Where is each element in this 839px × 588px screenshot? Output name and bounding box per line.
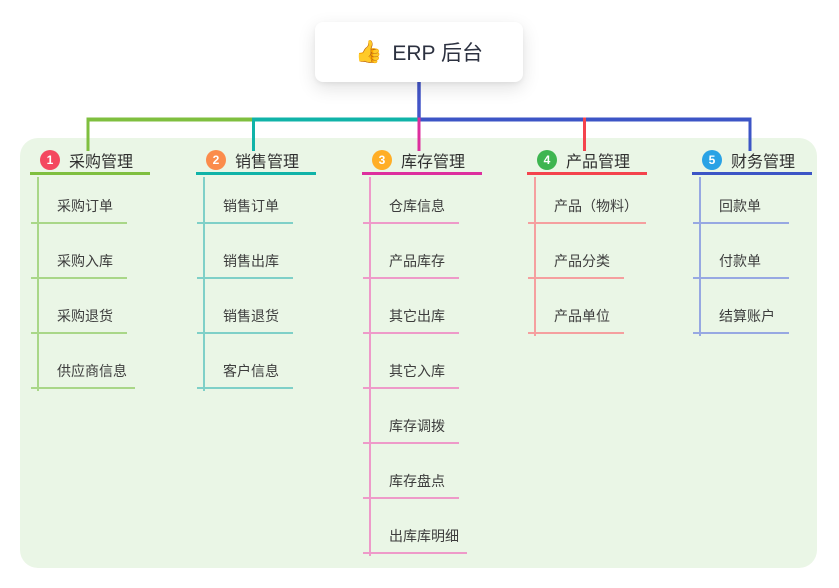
branch-number-badge: 3 [372, 149, 392, 170]
sub-item[interactable]: 销售退货 [197, 307, 293, 334]
branch-connector-line [37, 177, 39, 391]
sub-item[interactable]: 产品库存 [363, 252, 459, 279]
branch-label: 财务管理 [731, 153, 796, 171]
branch-title[interactable]: 2 销售管理 [196, 147, 316, 175]
branch-title[interactable]: 1 采购管理 [30, 147, 150, 175]
sub-item[interactable]: 销售出库 [197, 252, 293, 279]
branch-number-badge: 5 [702, 149, 722, 170]
sub-item[interactable]: 付款单 [693, 252, 789, 279]
sub-item[interactable]: 客户信息 [197, 362, 293, 389]
branch-label: 库存管理 [401, 153, 466, 171]
sub-item[interactable]: 销售订单 [197, 197, 293, 224]
branch-title[interactable]: 3 库存管理 [362, 147, 482, 175]
root-node[interactable]: 👍 ERP 后台 [315, 22, 523, 82]
sub-item[interactable]: 采购订单 [31, 197, 127, 224]
branch-connector-line [203, 177, 205, 391]
sub-item[interactable]: 产品分类 [528, 252, 624, 279]
sub-item[interactable]: 采购入库 [31, 252, 127, 279]
sub-item[interactable]: 结算账户 [693, 307, 789, 334]
branch-label: 采购管理 [69, 153, 134, 171]
branch-number-badge: 1 [40, 149, 60, 170]
sub-item[interactable]: 采购退货 [31, 307, 127, 334]
branch-number-badge: 4 [537, 149, 557, 170]
sub-item[interactable]: 其它入库 [363, 362, 459, 389]
sub-item[interactable]: 供应商信息 [31, 362, 135, 389]
branch-number-badge: 2 [206, 149, 226, 170]
branch-column-3: 3 库存管理仓库信息产品库存其它出库其它入库库存调拨库存盘点出库库明细 [362, 147, 527, 556]
sub-item[interactable]: 库存调拨 [363, 417, 459, 444]
branch-connector-line [699, 177, 701, 336]
sub-item[interactable]: 其它出库 [363, 307, 459, 334]
branch-column-4: 4 产品管理产品（物料） 产品分类产品单位 [527, 147, 692, 336]
branch-column-1: 1 采购管理采购订单采购入库采购退货供应商信息 [30, 147, 195, 391]
branch-connector-line [369, 177, 371, 556]
sub-item[interactable]: 产品单位 [528, 307, 624, 334]
branch-label: 销售管理 [235, 153, 300, 171]
sub-item[interactable]: 仓库信息 [363, 197, 459, 224]
thumbs-up-icon: 👍 [354, 39, 383, 64]
root-title: ERP 后台 [392, 42, 484, 65]
branch-column-2: 2 销售管理销售订单销售出库销售退货客户信息 [196, 147, 361, 391]
sub-item[interactable]: 库存盘点 [363, 472, 459, 499]
branch-title[interactable]: 4 产品管理 [527, 147, 647, 175]
branch-title[interactable]: 5 财务管理 [692, 147, 812, 175]
sub-item[interactable]: 产品（物料） [528, 197, 646, 224]
branch-label: 产品管理 [566, 153, 631, 171]
branch-connector-line [534, 177, 536, 336]
branches-panel [20, 138, 817, 568]
sub-item[interactable]: 回款单 [693, 197, 789, 224]
branch-column-5: 5 财务管理回款单付款单结算账户 [692, 147, 839, 336]
sub-item[interactable]: 出库库明细 [363, 527, 467, 554]
